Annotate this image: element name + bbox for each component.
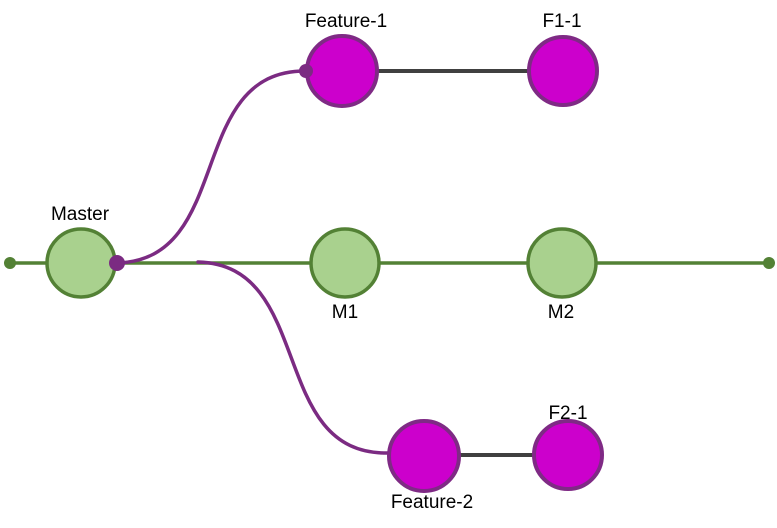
label-f1-1: F1-1: [542, 11, 581, 32]
label-master: Master: [51, 204, 110, 225]
node-master: [45, 227, 117, 299]
label-f2-1: F2-1: [548, 403, 587, 424]
node-f1-1: [527, 35, 599, 107]
label-feature1: Feature-1: [305, 11, 387, 32]
branch-point-dot: [109, 255, 125, 271]
node-m2: [526, 227, 598, 299]
branch-curve-feature2: [196, 260, 391, 455]
node-feature2: [387, 419, 461, 493]
feature1-anchor-dot: [299, 64, 313, 78]
branch-curve-feature1: [115, 69, 308, 265]
label-m2: M2: [548, 302, 574, 323]
node-f2-1: [532, 419, 604, 491]
label-m1: M1: [332, 302, 358, 323]
master-line-start-dot: [4, 257, 16, 269]
label-feature2: Feature-2: [391, 492, 473, 513]
master-line-end-dot: [763, 257, 775, 269]
node-feature1: [305, 34, 379, 108]
node-m1: [309, 227, 381, 299]
